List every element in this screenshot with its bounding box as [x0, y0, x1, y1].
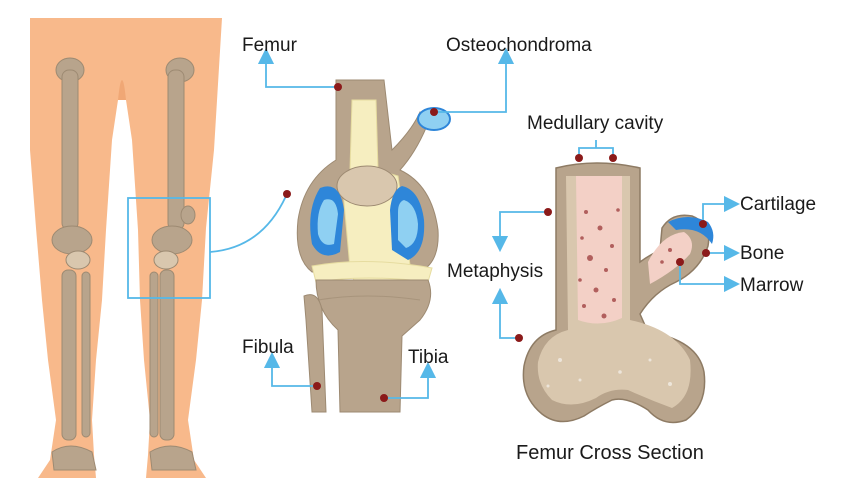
dot-marker-icon: [544, 208, 552, 216]
patella: [336, 165, 398, 207]
label-osteochondroma: Osteochondroma: [446, 35, 592, 56]
label-cartilage: Cartilage: [740, 194, 817, 215]
dot-markers: [313, 83, 710, 402]
dot-marker-icon: [515, 334, 523, 342]
leaders: [257, 47, 741, 399]
dot-marker-icon: [430, 108, 438, 116]
dot-marker-icon: [699, 220, 707, 228]
zoom-leader-line: [209, 195, 287, 253]
leader-osteochondroma: [434, 47, 515, 113]
knee-illustration: [296, 79, 451, 413]
label-fibula: Fibula: [242, 337, 294, 358]
dot-marker-icon: [609, 154, 617, 162]
zoom-box: [127, 197, 211, 299]
leader-metaphysis-top: [491, 211, 548, 253]
label-femur: Femur: [242, 35, 297, 56]
dot-marker-icon: [283, 190, 291, 198]
leader-fibula: [263, 351, 317, 387]
legs-illustration: [30, 18, 291, 478]
leader-marrow: [679, 262, 741, 293]
leader-metaphysis-bottom: [491, 287, 519, 339]
label-marrow: Marrow: [740, 275, 804, 296]
label-cross-section-title: Femur Cross Section: [516, 442, 704, 464]
left-leg-bones: [51, 57, 97, 471]
right-leg-bones: [149, 57, 197, 471]
label-medullary-cavity: Medullary cavity: [527, 113, 664, 134]
leader-tibia: [384, 361, 437, 399]
knee-fibula: [303, 294, 327, 413]
dot-marker-icon: [575, 154, 583, 162]
leader-cartilage: [702, 195, 741, 224]
dot-marker-icon: [380, 394, 388, 402]
label-bone: Bone: [740, 243, 785, 264]
dot-marker-icon: [334, 83, 342, 91]
dot-marker-icon: [676, 258, 684, 266]
leader-medullary-cavity: [578, 140, 614, 158]
femur-cross-section: [522, 162, 714, 424]
label-metaphysis: Metaphysis: [447, 261, 544, 282]
knee-tibia: [315, 279, 432, 413]
marrow-speckles: [578, 208, 672, 319]
dot-marker-icon: [313, 382, 321, 390]
label-tibia: Tibia: [408, 347, 449, 368]
leader-femur: [257, 47, 338, 88]
dot-marker-icon: [702, 249, 710, 257]
